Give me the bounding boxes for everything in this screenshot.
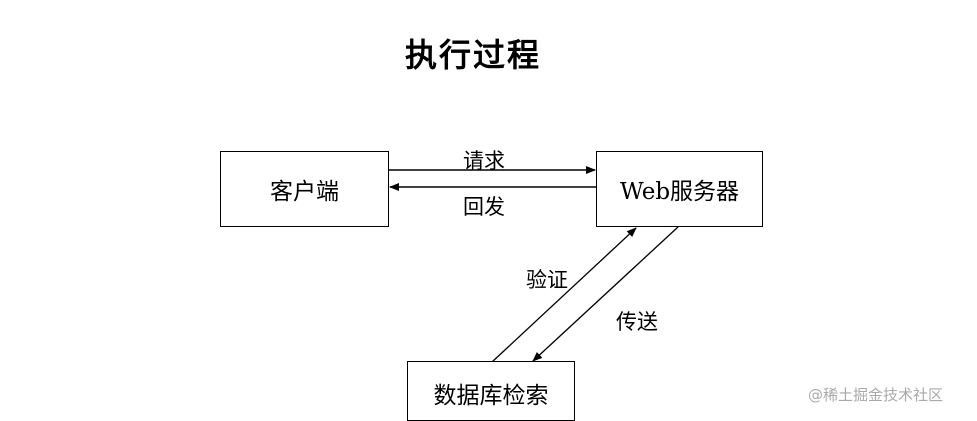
verify-arrow: [491, 227, 637, 363]
verify-label: 验证: [526, 268, 568, 292]
diagram-title: 执行过程: [404, 36, 541, 74]
database-node: 数据库检索: [407, 361, 575, 421]
client-label: 客户端: [270, 179, 339, 205]
watermark: @稀土掘金技术社区: [808, 386, 944, 404]
response-label: 回发: [463, 195, 505, 219]
request-label: 请求: [463, 149, 505, 173]
transfer-label: 传送: [616, 310, 658, 334]
web-server-node: Web服务器: [596, 151, 763, 227]
transfer-arrow: [532, 226, 679, 362]
database-label: 数据库检索: [433, 383, 549, 409]
client-node: 客户端: [220, 151, 389, 227]
web-server-label: Web服务器: [619, 179, 740, 205]
edge-layer: [389, 166, 679, 363]
